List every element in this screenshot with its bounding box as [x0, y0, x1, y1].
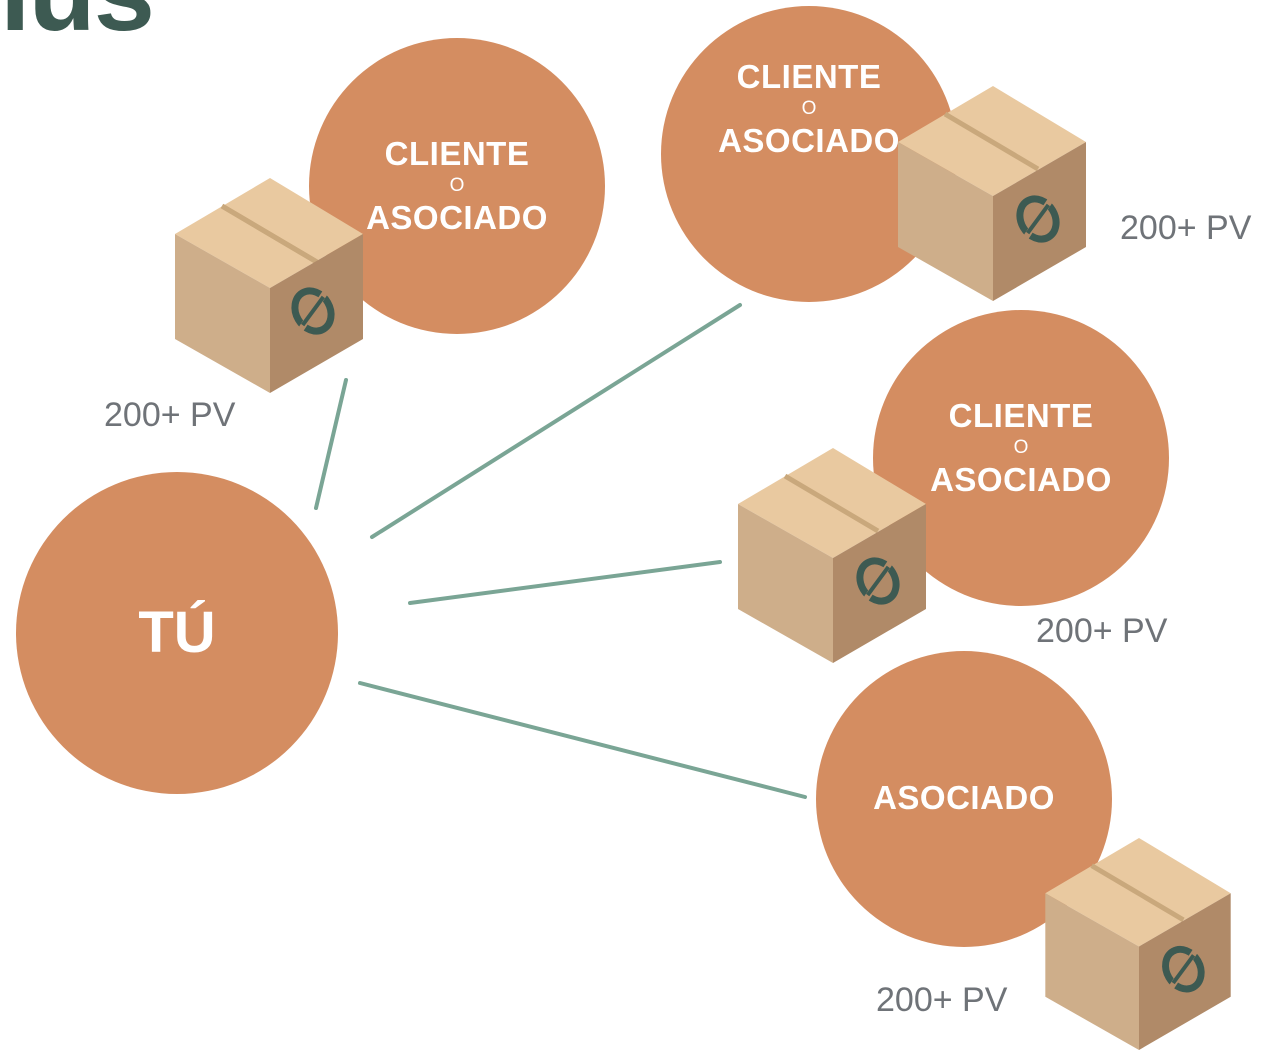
- brand-logo-icon: [1162, 945, 1205, 993]
- node-1-top-label: CLIENTE: [384, 135, 530, 172]
- node-1-middle-label: O: [449, 175, 465, 196]
- center-label: TÚ: [138, 600, 216, 665]
- package-box-icon: [898, 86, 1088, 301]
- page-title: ius: [0, 0, 155, 48]
- brand-logo-icon: [1016, 195, 1060, 243]
- node-3-middle-label: O: [1013, 437, 1029, 458]
- brand-logo-icon: [291, 287, 335, 335]
- connector-line-4: [358, 681, 807, 799]
- node-1-bottom-label: ASOCIADO: [366, 199, 548, 236]
- node-3-top-label: CLIENTE: [948, 397, 1094, 434]
- node-3-pv-label: 200+ PV: [1036, 612, 1168, 650]
- node-2-top-label: CLIENTE: [736, 58, 882, 95]
- brand-logo-icon: [856, 557, 900, 605]
- connector-line-3: [408, 560, 722, 605]
- node-2-bottom-label: ASOCIADO: [718, 122, 900, 159]
- package-box-icon: [175, 178, 365, 393]
- package-box-icon: [738, 448, 928, 663]
- package-box-icon: [1044, 838, 1234, 1050]
- node-3-bottom-label: ASOCIADO: [930, 461, 1112, 498]
- node-4-pv-label: 200+ PV: [876, 981, 1008, 1019]
- node-2-middle-label: O: [801, 98, 817, 119]
- connector-line-1: [314, 378, 348, 510]
- node-4-label: ASOCIADO: [873, 779, 1055, 816]
- node-2-pv-label: 200+ PV: [1120, 209, 1252, 247]
- node-1-pv-label: 200+ PV: [104, 396, 236, 434]
- center-node: TÚ: [16, 472, 338, 794]
- connector-line-2: [370, 303, 742, 539]
